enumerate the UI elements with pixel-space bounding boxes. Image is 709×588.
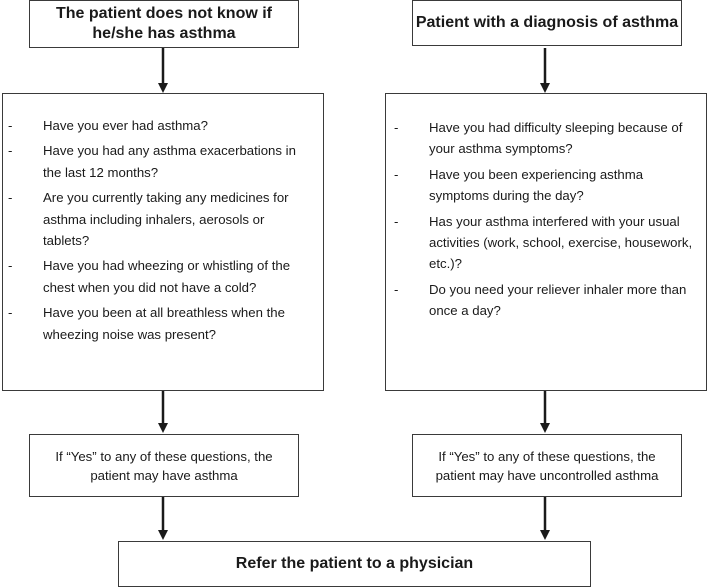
bullet-dash: - — [8, 258, 13, 274]
left-result-text: If “Yes” to any of these questions, the … — [55, 448, 273, 483]
question-text: Have you been experiencing asthma sympto… — [429, 166, 644, 204]
question-item: - Have you been at all breathless when th… — [8, 302, 313, 345]
left-header-text: The patient does not know if he/she has … — [56, 5, 272, 42]
left-question-list: - Have you ever had asthma? - Have you had… — [8, 115, 313, 345]
question-item: - Are you currently taking any medicines … — [8, 187, 313, 251]
right-result-box: If “Yes” to any of these questions, the … — [412, 434, 682, 497]
question-text: Have you had any asthma exacerbations in… — [43, 143, 296, 180]
bullet-dash: - — [8, 118, 13, 133]
right-questions-box: - Have you had difficulty sleeping becaus… — [385, 93, 707, 391]
bullet-dash: - — [8, 143, 13, 159]
question-text: Has your asthma interfered with your usu… — [429, 213, 693, 272]
question-text: Are you currently taking any medicines f… — [43, 190, 289, 249]
question-text: Have you had wheezing or whistling of th… — [43, 258, 291, 295]
question-text: Have you had difficulty sleeping because… — [429, 120, 683, 157]
right-result-text: If “Yes” to any of these questions, the … — [435, 448, 659, 483]
bullet-dash: - — [394, 281, 399, 297]
right-header-box: Patient with a diagnosis of asthma — [412, 0, 682, 46]
question-item: - Have you had wheezing or whistling of t… — [8, 255, 313, 298]
bullet-dash: - — [8, 305, 13, 321]
bullet-dash: - — [394, 166, 399, 182]
question-text: Have you ever had asthma? — [43, 118, 208, 133]
bullet-dash: - — [394, 213, 399, 229]
question-item: - Have you had any asthma exacerbations i… — [8, 140, 313, 183]
question-text: Have you been at all breathless when the… — [43, 305, 285, 342]
right-header-text: Patient with a diagnosis of asthma — [415, 14, 679, 31]
left-result-box: If “Yes” to any of these questions, the … — [29, 434, 299, 497]
final-text: Refer the patient to a physician — [235, 555, 474, 572]
bullet-dash: - — [8, 190, 13, 206]
question-item: - Has your asthma interfered with your us… — [394, 211, 698, 275]
right-question-list: - Have you had difficulty sleeping becaus… — [394, 117, 698, 322]
question-item: - Have you ever had asthma? — [8, 115, 313, 136]
question-item: - Do you need your reliever inhaler more … — [394, 279, 698, 322]
left-header-box: The patient does not know if he/she has … — [29, 0, 299, 48]
question-item: - Have you been experiencing asthma sympt… — [394, 164, 698, 207]
left-questions-box: - Have you ever had asthma? - Have you had… — [2, 93, 324, 391]
question-item: - Have you had difficulty sleeping becaus… — [394, 117, 698, 160]
question-text: Do you need your reliever inhaler more t… — [429, 281, 687, 319]
bullet-dash: - — [394, 120, 399, 135]
final-box: Refer the patient to a physician — [118, 541, 591, 587]
